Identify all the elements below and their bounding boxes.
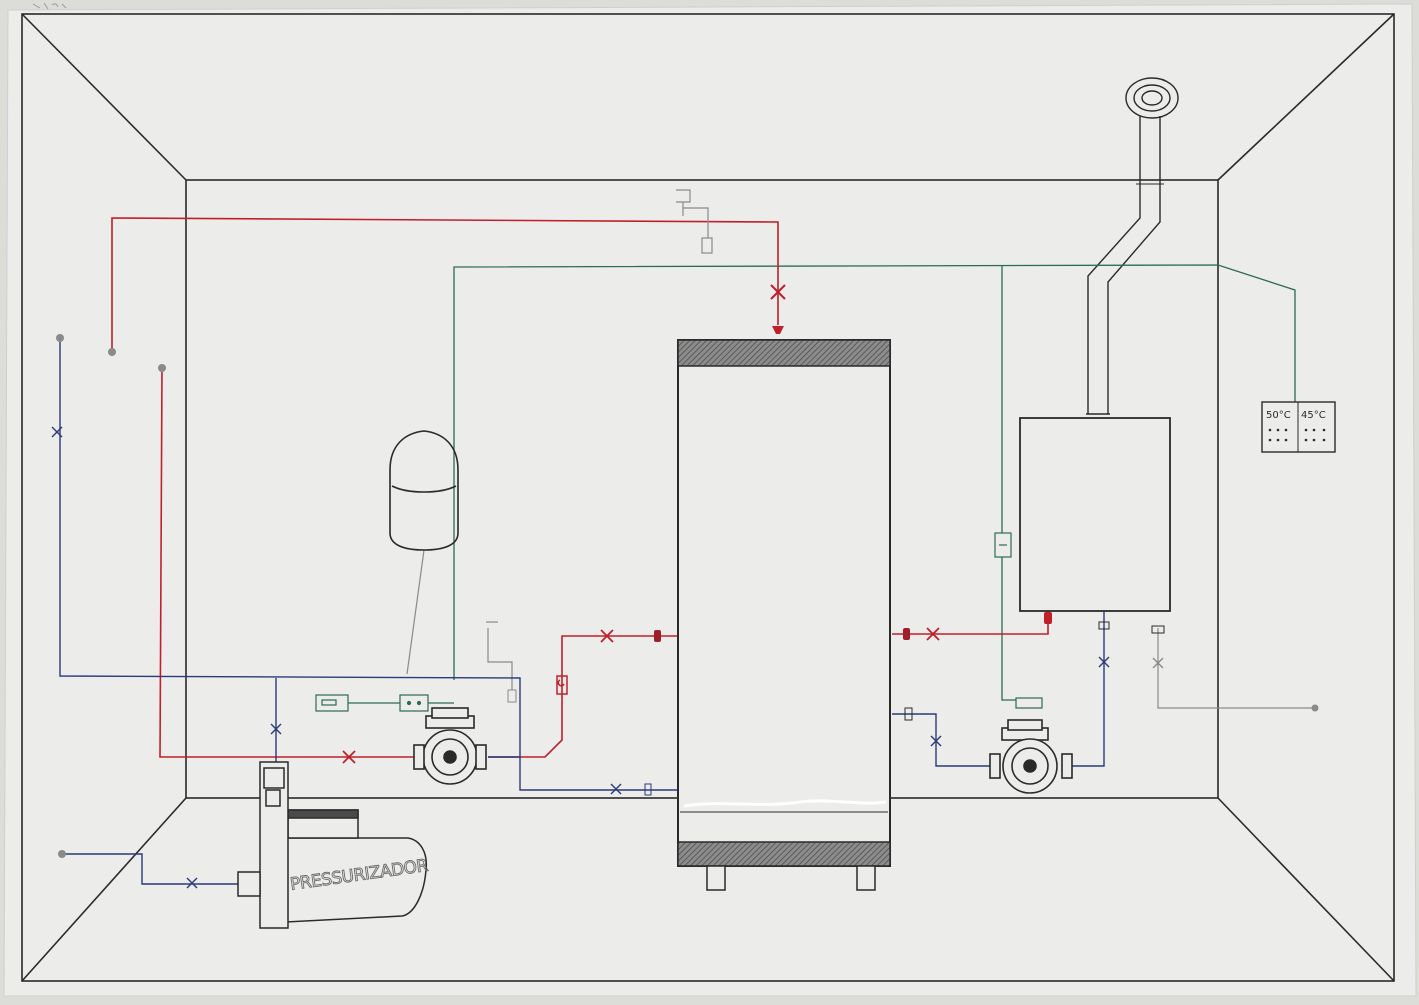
circulation-pump-right: [989, 719, 1073, 794]
check-valve-icon: [556, 675, 568, 695]
tank-foot-right: [856, 865, 876, 891]
return-lines: [59, 338, 1105, 885]
grey-line-end-dot: [1311, 704, 1319, 712]
tank-top-band: [677, 339, 891, 367]
valve-icon: [770, 284, 786, 300]
room-edge-top-right: [1217, 13, 1395, 181]
valve-icon: [1152, 657, 1164, 669]
room-edge-bottom-left: [21, 797, 187, 982]
corner-scribble: [32, 2, 67, 10]
safety-valve-icon: [772, 326, 784, 334]
room-edge-bottom-right: [1217, 797, 1395, 982]
controller-setpoint-right: 45°C: [1301, 410, 1326, 421]
tank-bottom-band: [677, 841, 891, 867]
controller-buttons: [1268, 428, 1326, 442]
pressurizer-body: [285, 837, 428, 923]
circulation-pump-left: [413, 707, 487, 785]
valve-icon: [1098, 656, 1110, 668]
pressurizer: PRESSURIZADOR: [237, 761, 430, 929]
storage-tank: [677, 339, 891, 891]
expansion-vessel: [389, 430, 459, 551]
valve-icon: [51, 426, 63, 438]
room-outer-frame: [21, 13, 1395, 982]
pressure-sensor-icon: [399, 694, 429, 712]
boiler: [1019, 413, 1171, 612]
tank-foot-left: [706, 865, 726, 891]
valve-icon: [600, 629, 614, 643]
sensors: [315, 532, 1043, 712]
valve-icon: [342, 750, 356, 764]
temperature-controller: 50°C 45°C: [1261, 401, 1336, 453]
controller-setpoint-left: 50°C: [1266, 410, 1291, 421]
thermostat-sensor-icon: [315, 694, 349, 712]
pump-sensor-icon: [1015, 697, 1043, 709]
boiler-body: [1019, 417, 1171, 612]
grey-lines: [406, 549, 1315, 709]
tank-body: [677, 339, 891, 867]
valve-icon: [186, 877, 198, 889]
hot-supply-lines: [111, 217, 1049, 758]
valve-icon: [930, 735, 942, 747]
valve-icon: [610, 783, 622, 795]
fittings: [507, 189, 1165, 796]
flue-chimney: [1087, 77, 1179, 414]
valve-marks: [51, 284, 1164, 889]
valve-icon: [270, 723, 282, 735]
room-edge-top-left: [21, 13, 187, 181]
air-vent-icon: [676, 189, 709, 238]
flue-cap-icon: [1125, 77, 1179, 119]
valve-icon: [926, 627, 940, 641]
